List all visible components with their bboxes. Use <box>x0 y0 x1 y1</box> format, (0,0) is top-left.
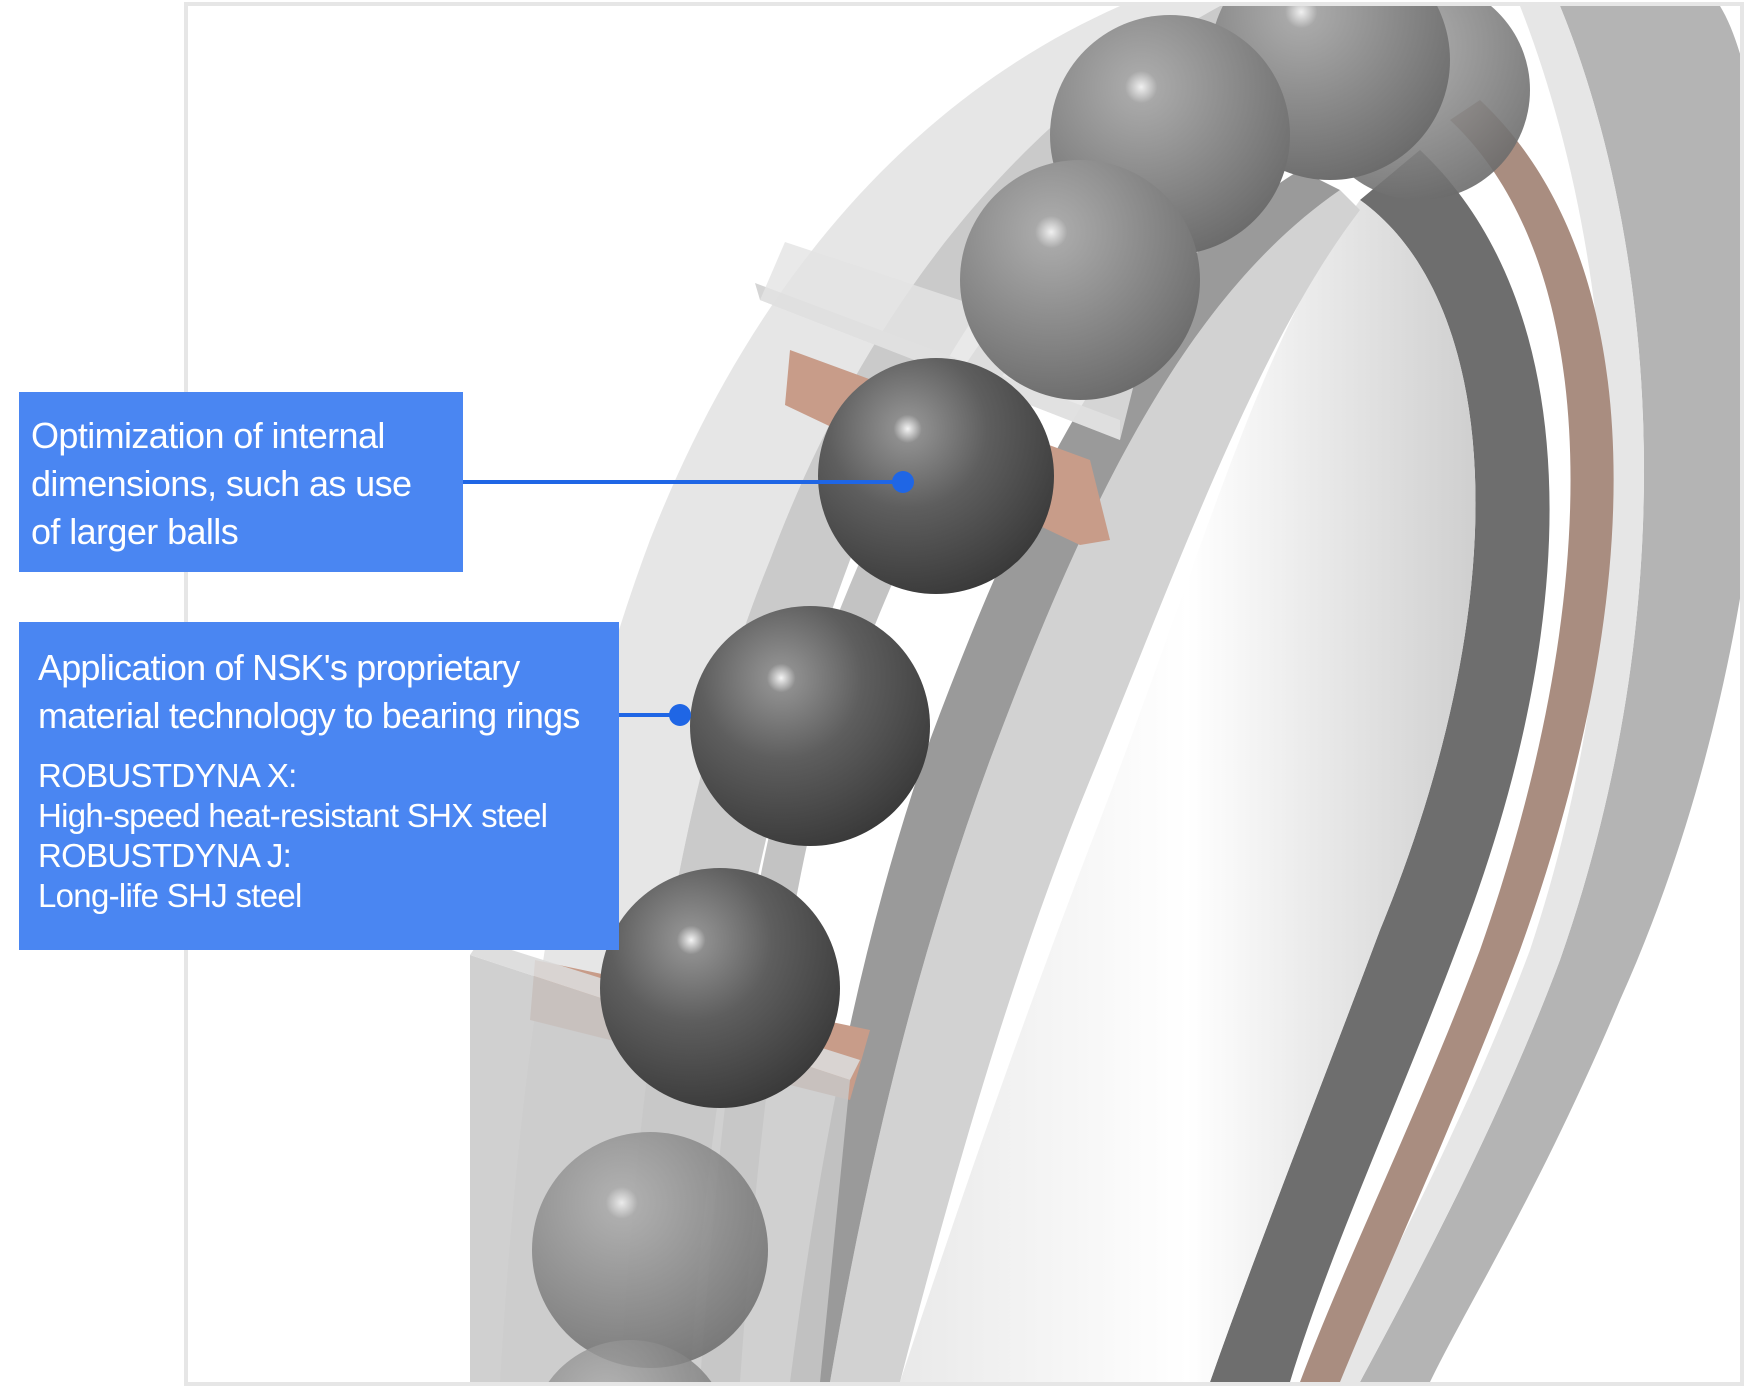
bearing-bore <box>900 200 1476 1382</box>
ball-highlighted-upper <box>818 358 1054 594</box>
cage-ring <box>1300 100 1614 1382</box>
callout-2-line-1: Application of NSK's proprietary <box>38 647 520 688</box>
callout-2-line-2: material technology to bearing rings <box>38 695 580 736</box>
leader-dot-2 <box>669 704 691 726</box>
robustdyna-x-label: ROBUSTDYNA X: <box>38 757 297 794</box>
outer-ring-face <box>1360 6 1740 1382</box>
ball-6 <box>600 868 840 1108</box>
callout-1-line-1: Optimization of internal <box>31 415 385 456</box>
leader-dot-1 <box>892 471 914 493</box>
callout-1-line-3: of larger balls <box>31 511 239 552</box>
ball-5 <box>690 606 930 846</box>
leader-line-2 <box>619 713 679 717</box>
robustdyna-j-description: Long-life SHJ steel <box>38 877 302 914</box>
inner-ring-band <box>1210 150 1550 1382</box>
ball-4 <box>960 160 1200 400</box>
callout-material-technology: Application of NSK's proprietary materia… <box>19 622 619 950</box>
callout-1-line-2: dimensions, such as use <box>31 463 412 504</box>
robustdyna-x-description: High-speed heat-resistant SHX steel <box>38 797 548 834</box>
callout-internal-dimensions: Optimization of internal dimensions, suc… <box>19 392 463 572</box>
leader-line-1 <box>463 480 903 484</box>
ball-7 <box>532 1132 768 1368</box>
robustdyna-j-label: ROBUSTDYNA J: <box>38 837 292 874</box>
